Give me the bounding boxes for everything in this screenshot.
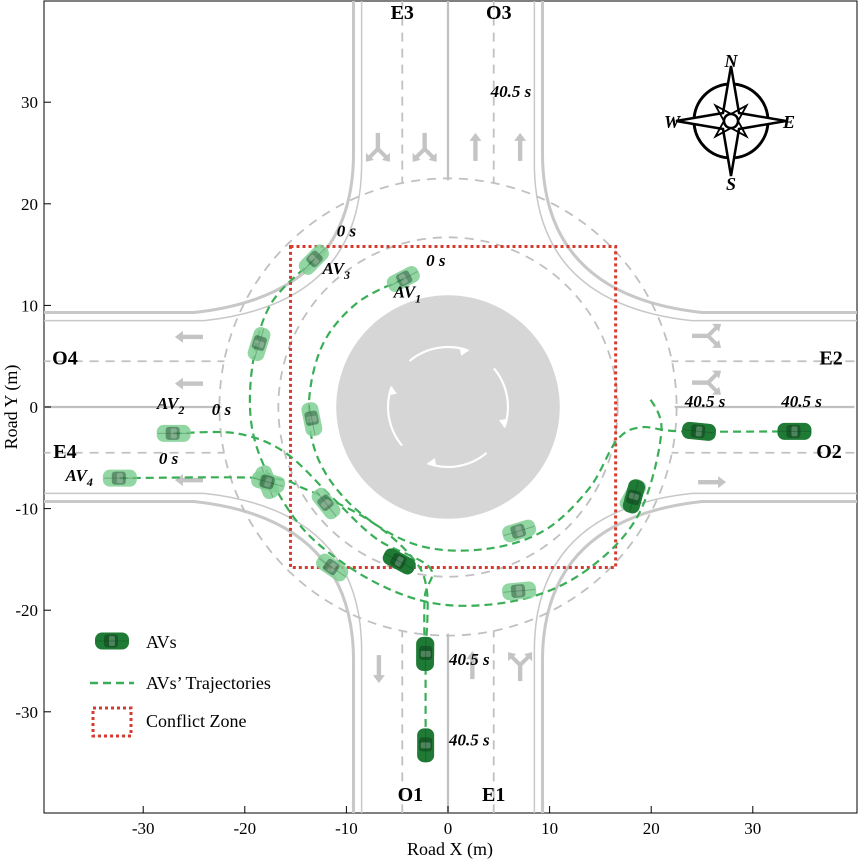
x-axis-title: Road X (m) bbox=[407, 839, 493, 860]
road-code-e1: E1 bbox=[482, 784, 505, 806]
inner-ring-lane bbox=[277, 236, 619, 578]
y-tick-label: -30 bbox=[15, 703, 38, 722]
x-tick-label: 30 bbox=[744, 819, 761, 838]
compass-south: S bbox=[726, 174, 736, 194]
car-av2-icon bbox=[156, 424, 192, 443]
road-code-e2: E2 bbox=[819, 347, 842, 369]
x-tick-label: -20 bbox=[233, 819, 256, 838]
legend-item-avs: AVs bbox=[146, 632, 177, 652]
y-axis-ticks: -30 -20 -10 0 10 20 30 bbox=[15, 93, 51, 722]
circulation-arrowhead-icon bbox=[459, 348, 469, 356]
road-edge-inner bbox=[44, 492, 363, 813]
circulation-arrow-icon bbox=[427, 452, 488, 469]
lane-markings bbox=[44, 1, 855, 813]
x-tick-label: -10 bbox=[335, 819, 358, 838]
time-label: 0 s bbox=[212, 400, 232, 419]
label-av4: AV4 bbox=[64, 466, 92, 489]
road-edge bbox=[540, 1, 857, 315]
conflict-zone bbox=[289, 244, 618, 570]
time-label: 40.5 s bbox=[684, 392, 726, 411]
trajectory-av1 bbox=[307, 278, 794, 552]
time-label: 40.5 s bbox=[490, 82, 532, 101]
circulation-arrowhead-icon bbox=[499, 418, 507, 428]
x-tick-label: 20 bbox=[643, 819, 660, 838]
label-av2: AV2 bbox=[156, 394, 184, 417]
x-tick-label: 10 bbox=[541, 819, 558, 838]
road-code-o2: O2 bbox=[816, 441, 842, 463]
car-av1-icon bbox=[776, 422, 812, 441]
label-av3: AV3 bbox=[322, 259, 350, 282]
legend-item-trajectories: AVs’ Trajectories bbox=[146, 673, 271, 693]
circulation-arrow-icon bbox=[386, 386, 403, 447]
label-av1: AV1 bbox=[393, 282, 421, 305]
circulation-arrowhead-icon bbox=[427, 458, 437, 466]
road-code-e3: E3 bbox=[391, 2, 414, 24]
compass-west: W bbox=[664, 112, 682, 132]
y-tick-label: -20 bbox=[15, 601, 38, 620]
circulation-arrow-icon bbox=[493, 367, 510, 428]
road-edge-inner bbox=[44, 1, 363, 322]
time-label: 40.5 s bbox=[448, 730, 490, 749]
x-tick-label: 0 bbox=[444, 819, 453, 838]
y-tick-label: 0 bbox=[30, 398, 39, 417]
compass-east: E bbox=[782, 112, 795, 132]
time-label: 40.5 s bbox=[780, 392, 822, 411]
circulation-arrowhead-icon bbox=[389, 386, 397, 396]
car-av3-icon bbox=[500, 580, 538, 602]
car-av4-icon bbox=[102, 469, 138, 488]
compass-rose: N S E W bbox=[664, 51, 795, 194]
road-edge bbox=[44, 499, 356, 813]
x-tick-label: -30 bbox=[132, 819, 155, 838]
road-edge-inner bbox=[533, 1, 857, 322]
legend: AVs AVs’ Trajectories Conflict Zone bbox=[90, 632, 271, 738]
time-label: 0 s bbox=[159, 449, 179, 468]
time-label: 0 s bbox=[426, 251, 446, 270]
legend-item-conflict-zone: Conflict Zone bbox=[146, 711, 246, 731]
road-code-e4: E4 bbox=[53, 441, 76, 463]
trajectory-av2 bbox=[173, 430, 434, 662]
road-code-o3: O3 bbox=[486, 2, 512, 24]
y-tick-label: 20 bbox=[21, 195, 38, 214]
trajectory-av3 bbox=[248, 258, 663, 607]
x-axis-ticks: -30 -20 -10 0 10 20 30 bbox=[132, 806, 761, 838]
y-axis-title: Road Y (m) bbox=[1, 365, 22, 450]
compass-north: N bbox=[724, 51, 739, 71]
time-labels: 0 s 0 s 0 s 0 s 40.5 s 40.5 s 40.5 s 40.5 s 40.5… bbox=[159, 82, 822, 749]
y-tick-label: -10 bbox=[15, 500, 38, 519]
road-edge-inner bbox=[533, 492, 857, 813]
y-tick-label: 30 bbox=[21, 93, 38, 112]
road-code-o1: O1 bbox=[398, 784, 424, 806]
car-av4-icon bbox=[416, 636, 435, 672]
y-tick-label: 10 bbox=[21, 296, 38, 315]
central-island bbox=[336, 295, 560, 519]
legend-conflict-box bbox=[91, 706, 133, 738]
time-label: 40.5 s bbox=[448, 650, 490, 669]
central-island-disc bbox=[336, 295, 560, 519]
car-av4-icon bbox=[416, 727, 435, 763]
time-label: 0 s bbox=[337, 221, 357, 240]
circulation-arrow-icon bbox=[408, 345, 469, 362]
road-code-o4: O4 bbox=[52, 347, 78, 369]
road-edge bbox=[540, 499, 857, 813]
legend-car-icon bbox=[94, 632, 130, 650]
